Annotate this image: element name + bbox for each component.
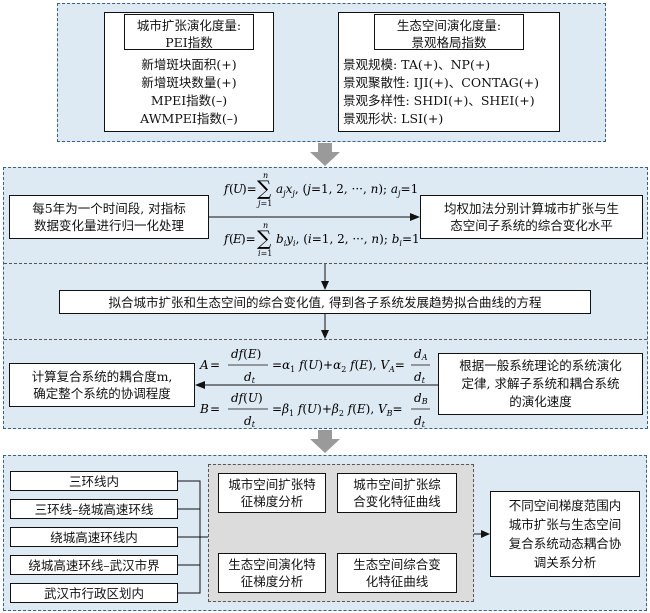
urban-item-4: AWMPEI指数(–) — [140, 111, 238, 126]
urban-measure-sub: PEI指数 — [165, 35, 213, 50]
analysis-1-line-1: 城市空间扩张特 — [228, 477, 316, 492]
urban-expansion-measure-box: 城市扩张演化度量: PEI指数 新增斑块面积(+) 新增斑块数量(+) MPEI… — [104, 12, 274, 132]
normalization-line-1: 每5年为一个时间段, 对指标 — [32, 201, 186, 216]
analysis-4-line-2: 化特征曲线 — [365, 574, 429, 589]
zone-1-box: 三环线内 — [10, 471, 178, 491]
middle-divider-2 — [4, 339, 647, 340]
urban-measure-title: 城市扩张演化度量: — [136, 18, 242, 33]
analysis-box-2: 城市空间扩张综 合变化特征曲线 — [337, 473, 457, 513]
eco-item-2: 景观聚散性: IJI(+)、CONTAG(+) — [343, 75, 539, 90]
analysis-2-line-1: 城市空间扩张综 — [353, 477, 441, 492]
result-line-3: 复合系统动态耦合协 — [508, 536, 622, 551]
analysis-2-line-2: 合变化特征曲线 — [353, 494, 441, 509]
result-box: 不同空间梯度范围内 城市扩张与生态空间 复合系统动态耦合协 调关系分析 — [490, 491, 640, 577]
normalization-line-2: 数据变化量进行归一化处理 — [33, 218, 184, 233]
coupling-line-1: 计算复合系统的耦合度m, — [31, 369, 173, 384]
zone-2: 三环线–绕城高速环线 — [34, 502, 154, 517]
result-line-4: 调关系分析 — [533, 555, 597, 570]
zone-2-box: 三环线–绕城高速环线 — [10, 499, 178, 519]
urban-title-box — [124, 14, 254, 50]
result-line-1: 不同空间梯度范围内 — [508, 498, 622, 513]
evolution-line-1: 根据一般系统理论的系统演化 — [459, 358, 622, 373]
eco-measure-sub: 景观格局指数 — [411, 35, 487, 50]
eco-item-1: 景观规模: TA(+)、NP(+) — [343, 57, 491, 72]
analysis-3-line-1: 生态空间演化特 — [228, 557, 316, 572]
zone-5-box: 武汉市行政区划内 — [10, 583, 178, 603]
urban-item-2: 新增斑块数量(+) — [141, 75, 237, 90]
ecological-space-measure-box: 生态空间演化度量: 景观格局指数 景观规模: TA(+)、NP(+) 景观聚散性… — [338, 12, 560, 132]
weighted-sum-line-2: 态空间子系统的综合变化水平 — [450, 218, 613, 233]
fitting-curve-text: 拟合城市扩张和生态空间的综合变化值, 得到各子系统发展趋势拟合曲线的方程 — [108, 295, 542, 310]
eco-measure-title: 生态空间演化度量: — [396, 18, 502, 33]
zone-3-box: 绕城高速环线内 — [10, 527, 178, 547]
eco-item-4: 景观形状: LSI(+) — [343, 111, 444, 126]
urban-item-3: MPEI指数(–) — [150, 93, 228, 108]
fitting-curve-box: 拟合城市扩张和生态空间的综合变化值, 得到各子系统发展趋势拟合曲线的方程 — [59, 290, 591, 314]
zone-4-box: 绕城高速环线–武汉市界 — [10, 555, 178, 575]
urban-item-1: 新增斑块面积(+) — [141, 57, 237, 72]
analysis-1-line-2: 征梯度分析 — [240, 494, 304, 509]
evolution-speed-box: 根据一般系统理论的系统演化 定律, 求解子系统和耦合系统 的演化速度 — [438, 353, 643, 415]
analysis-3-line-2: 征梯度分析 — [240, 574, 304, 589]
evolution-line-3: 的演化速度 — [509, 394, 572, 409]
weighted-sum-box: 均权加法分别计算城市扩张与生 态空间子系统的综合变化水平 — [420, 195, 643, 239]
zone-4: 绕城高速环线–武汉市界 — [28, 558, 160, 573]
weighted-sum-line-1: 均权加法分别计算城市扩张与生 — [443, 201, 619, 216]
zone-1: 三环线内 — [68, 474, 119, 489]
normalization-box: 每5年为一个时间段, 对指标 数据变化量进行归一化处理 — [9, 195, 209, 239]
eco-item-3: 景观多样性: SHDI(+)、SHEI(+) — [343, 93, 535, 108]
evolution-line-2: 定律, 求解子系统和耦合系统 — [461, 376, 620, 391]
analysis-box-4: 生态空间综合变 化特征曲线 — [337, 553, 457, 593]
analysis-box-1: 城市空间扩张特 征梯度分析 — [218, 473, 326, 513]
analysis-4-line-1: 生态空间综合变 — [353, 557, 441, 572]
zone-5: 武汉市行政区划内 — [43, 586, 144, 601]
eco-title-box — [374, 14, 524, 50]
middle-divider-1 — [4, 263, 647, 264]
zone-3: 绕城高速环线内 — [50, 530, 138, 545]
result-line-2: 城市扩张与生态空间 — [508, 517, 622, 532]
coupling-line-2: 确定整个系统的协调程度 — [33, 386, 171, 401]
coupling-degree-box: 计算复合系统的耦合度m, 确定整个系统的协调程度 — [9, 363, 195, 407]
analysis-box-3: 生态空间演化特 征梯度分析 — [218, 553, 326, 593]
